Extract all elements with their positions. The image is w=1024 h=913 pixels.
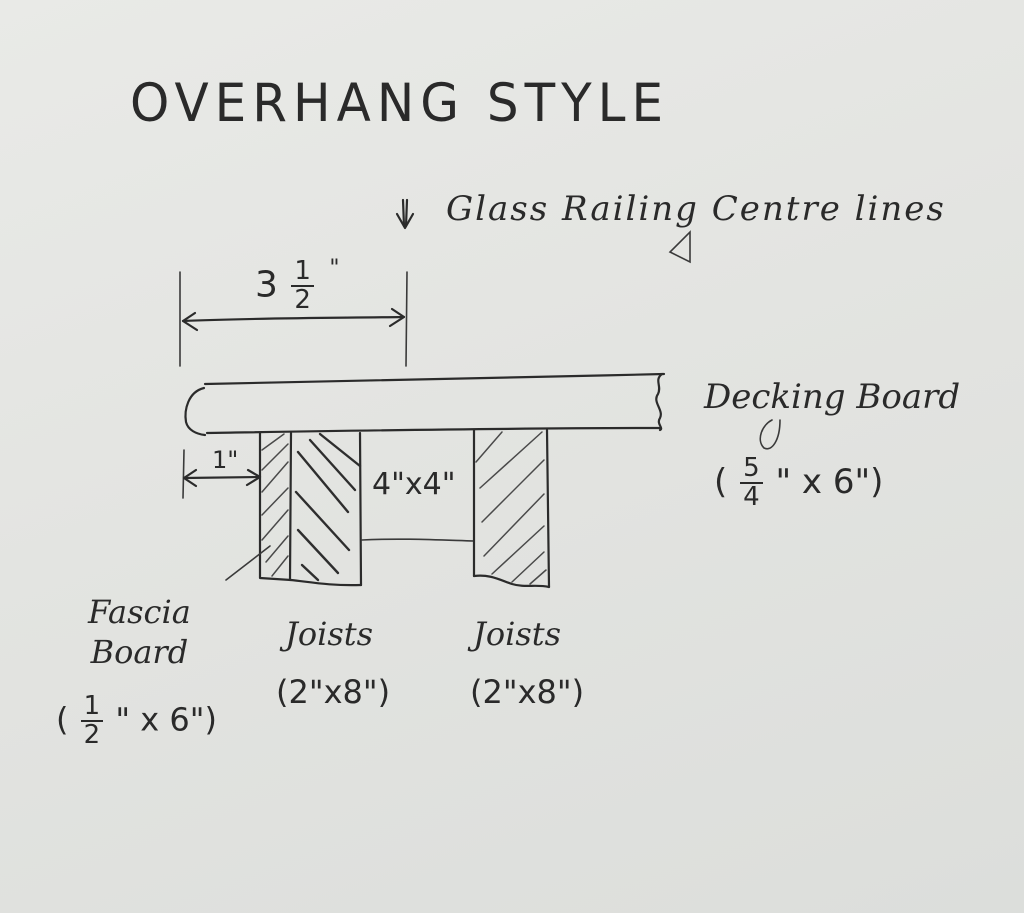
decking-board-label: Decking Board [704, 377, 961, 417]
fascia-board-label: Fascia Board [88, 592, 191, 672]
dim-numerator: 1 [291, 257, 314, 288]
railing-centre-label: Glass Railing Centre lines [446, 189, 946, 229]
fascia-label-line1: Fascia [88, 593, 191, 631]
size-paren: ( [714, 461, 728, 502]
decking-denominator: 4 [743, 482, 760, 513]
decking-fraction: 5 4 [740, 454, 763, 513]
joist-1-label: Joists [285, 615, 374, 653]
decking-board-shape [184, 372, 666, 437]
joist-2-size: (2"x8") [470, 673, 585, 711]
dim-whole: 3 [255, 264, 278, 306]
post-label: 4"x4" [372, 467, 456, 502]
fascia-size-rest: " x 6") [115, 700, 217, 739]
dim-unit: " [329, 256, 340, 281]
joist-2-shape [472, 428, 551, 589]
overhang-label: 1" [212, 448, 238, 472]
fascia-board-shape [225, 431, 293, 582]
decking-size-rest: " x 6") [775, 461, 884, 502]
down-arrow-icon [395, 198, 415, 230]
size-paren: ( [56, 700, 69, 739]
railing-offset-label: 3 1 2 " [255, 256, 340, 316]
post-outline [361, 538, 475, 542]
diagram-title: OVERHANG STYLE [130, 72, 670, 134]
overhang-unit: " [227, 446, 239, 474]
fascia-board-size: ( 1 2 " x 6") [56, 692, 217, 751]
railing-offset-dimension [179, 271, 408, 367]
decking-label-flourish [759, 419, 781, 450]
decking-numerator: 5 [740, 454, 763, 485]
dim-fraction: 1 2 [291, 257, 314, 316]
joist-1-size: (2"x8") [276, 673, 391, 711]
dim-denominator: 2 [294, 285, 311, 316]
fascia-denominator: 2 [83, 720, 101, 751]
decking-board-size: ( 5 4 " x 6") [714, 454, 884, 513]
railing-label-flourish [668, 230, 691, 264]
fascia-fraction: 1 2 [80, 692, 104, 751]
joist-1-shape [289, 431, 363, 587]
fascia-label-line2: Board [90, 633, 189, 671]
joist-2-label: Joists [473, 615, 562, 653]
overhang-value: 1 [212, 446, 228, 474]
fascia-numerator: 1 [80, 692, 104, 723]
